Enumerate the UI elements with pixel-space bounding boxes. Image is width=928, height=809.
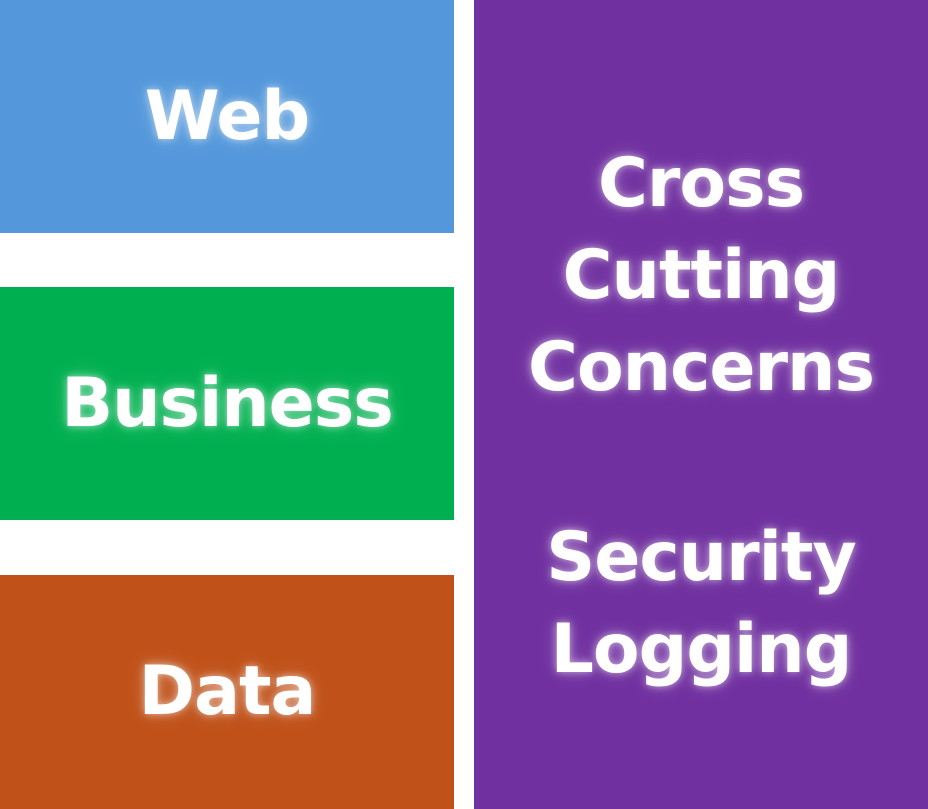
cross-cutting-heading: Cross Cutting Concerns (528, 138, 875, 414)
web-layer-label: Web (144, 76, 310, 156)
data-layer-block: Data (0, 575, 454, 809)
cross-cutting-heading-line: Cutting (562, 236, 841, 315)
cross-cutting-item-logging: Logging (550, 610, 853, 689)
data-layer-label: Data (138, 652, 317, 731)
cross-cutting-heading-line: Concerns (528, 328, 875, 407)
business-layer-block: Business (0, 287, 454, 520)
web-layer-block: Web (0, 0, 454, 233)
cross-cutting-items: Security Logging (546, 512, 856, 696)
cross-cutting-heading-line: Cross (597, 144, 805, 223)
cross-cutting-item-security: Security (546, 518, 856, 597)
cross-cutting-block: Cross Cutting Concerns Security Logging (474, 0, 928, 809)
business-layer-label: Business (61, 363, 394, 443)
